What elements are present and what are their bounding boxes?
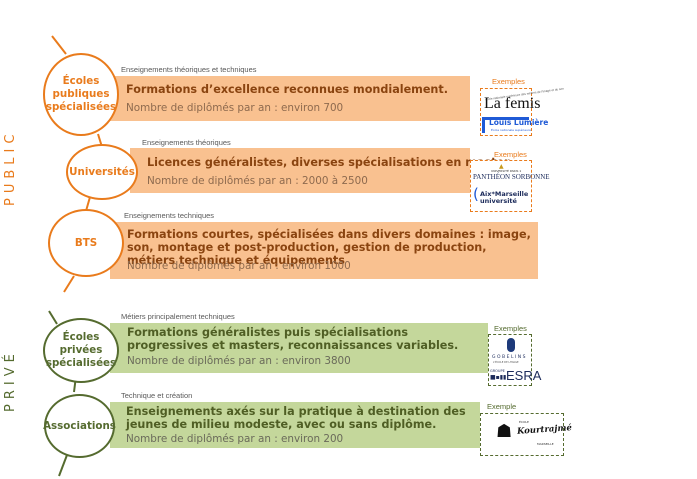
logo-louis-lumiere-frame [482, 117, 529, 133]
logo-caption: ÉCOLE [519, 420, 529, 424]
logo-kourtrajme: Kourtrajmé [516, 423, 573, 437]
logo-caption: L'ÉCOLE DE L'IMAGE [493, 361, 519, 364]
category-label: Enseignements techniques [124, 211, 215, 220]
band-graduates: Nombre de diplômés par an : environ 700 [126, 102, 344, 114]
examples-label: Exemples [492, 77, 525, 86]
category-circle: Associations [43, 394, 116, 458]
band-description: Formations courtes, spécialisées dans di… [127, 228, 531, 267]
examples-label: Exemples [494, 150, 527, 159]
gobelins-icon [507, 338, 515, 352]
circle-label: Universités [69, 165, 135, 178]
info-band-universities: Licences généralistes, diverses spéciali… [130, 148, 512, 193]
logo-esra: ESRA [506, 368, 542, 383]
examples-label: Exemple [487, 402, 517, 411]
logo-caption: UNIVERSITÉ PARIS 1 [491, 169, 522, 173]
band-description: Formations d’excellence reconnues mondia… [126, 83, 448, 96]
logo-aix-marseille: Aix*Marseille université [480, 190, 529, 205]
connector-line [58, 454, 68, 477]
category-circle: Universités [66, 144, 138, 200]
logo-caption: MARSEILLE [537, 442, 554, 446]
band-description: Licences généralistes, diverses spéciali… [147, 156, 513, 169]
band-graduates: Nombre de diplômés par an : environ 3800 [127, 355, 351, 367]
kourtrajme-figure-icon: ☗ [496, 421, 513, 442]
bracket-icon: ( [473, 185, 479, 203]
info-band-bts: Formations courtes, spécialisées dans di… [110, 222, 538, 279]
connector-line [48, 310, 58, 325]
pantheon-icon: ▲ [499, 163, 504, 170]
band-graduates: Nombre de diplômés par an : environ 200 [126, 433, 344, 445]
connector-line [85, 196, 91, 212]
info-band-private-schools: Formations généralistes puis spécialisat… [110, 323, 488, 373]
category-label: Enseignements théoriques [142, 138, 231, 147]
logo-pantheon-sorbonne: PANTHÉON SORBONNE [473, 173, 550, 181]
circle-label: BTS [74, 236, 98, 249]
esra-bars-icon: ■▪▮▮ [490, 374, 507, 381]
section-label-public: PUBLIC [3, 129, 18, 206]
circle-label: Associations [43, 419, 116, 432]
circle-label: Écoles publiques spécialisées [45, 75, 117, 113]
section-label-private: PRIVÉ [3, 349, 18, 412]
logo-caption: GROUPE [490, 369, 505, 373]
info-band-associations: Enseignements axés sur la pratique à des… [110, 402, 480, 448]
examples-box-associations: ☗ ÉCOLE Kourtrajmé MARSEILLE [480, 413, 572, 456]
logo-louis-lumiere: Louis Lumière [489, 118, 549, 127]
category-circle: BTS [48, 209, 124, 277]
logo-caption: École nationale supérieure [491, 128, 532, 132]
connector-line [63, 275, 75, 293]
examples-box-public-schools: école nationale supérieure des métiers d… [480, 87, 564, 136]
examples-box-universities: ▲ UNIVERSITÉ PARIS 1 PANTHÉON SORBONNE (… [470, 160, 550, 212]
category-label: Métiers principalement techniques [121, 312, 235, 321]
connector-line [51, 35, 67, 55]
category-circle: Écoles privées spécialisées [43, 318, 119, 383]
band-graduates: Nombre de diplômés par an : environ 1000 [127, 260, 351, 272]
category-label: Enseignements théoriques et techniques [121, 65, 257, 74]
band-graduates: Nombre de diplômés par an : 2000 à 2500 [147, 175, 368, 187]
info-band-public-schools: Formations d’excellence reconnues mondia… [110, 76, 470, 121]
logo-lafemis: La femis [484, 95, 541, 112]
examples-box-private-schools: GOBELINS L'ÉCOLE DE L'IMAGE GROUPE ■▪▮▮ … [488, 334, 541, 386]
category-circle: Écoles publiques spécialisées [43, 53, 119, 136]
band-description: Enseignements axés sur la pratique à des… [126, 405, 466, 431]
examples-label: Exemples [494, 324, 527, 333]
logo-gobelins: GOBELINS [492, 355, 528, 360]
band-description: Formations généralistes puis spécialisat… [127, 326, 459, 352]
circle-label: Écoles privées spécialisées [45, 331, 117, 369]
category-label: Technique et création [121, 391, 193, 400]
